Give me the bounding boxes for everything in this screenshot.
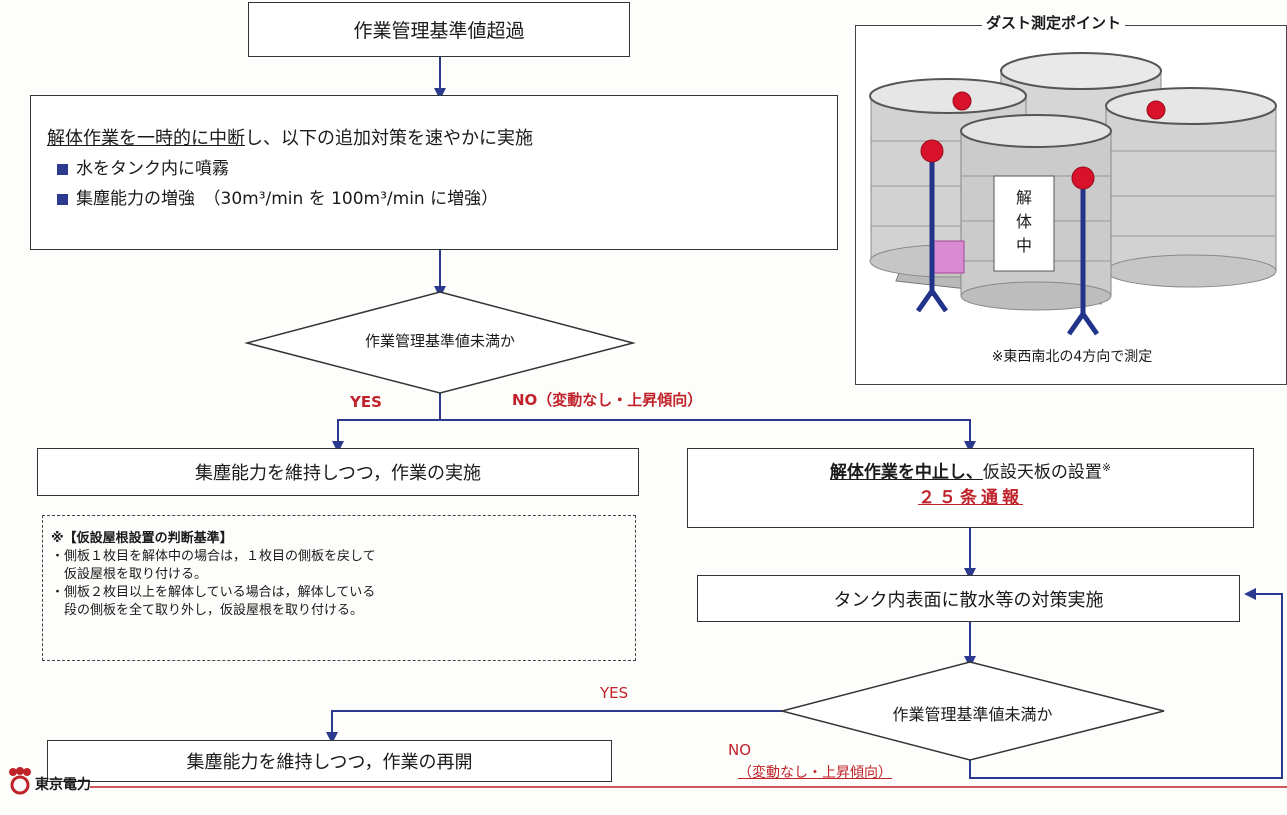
- measure-item-spray: 水をタンク内に噴霧: [47, 154, 837, 184]
- dismantling-label: 解体中: [1016, 188, 1033, 255]
- measurement-point-icon: [920, 139, 944, 163]
- company-name: 東京電力: [35, 777, 91, 793]
- decision-2-label: 作業管理基準値未満か: [892, 705, 1053, 724]
- note-line: ・側板１枚目を解体中の場合は，１枚目の側板を戻して: [51, 549, 376, 564]
- continue-work-box: 集塵能力を維持しつつ，作業の実施: [37, 448, 639, 496]
- temp-roof-label: 仮設天板の設置: [982, 462, 1102, 483]
- measurement-posts: [915, 154, 1100, 336]
- additional-measures-box: 解体作業を一時的に中断し、以下の追加対策を速やかに実施 水をタンク内に噴霧 集塵…: [30, 95, 838, 250]
- no-label-2-detail: （変動なし・上昇傾向）: [738, 765, 892, 781]
- stop-work-line: 解体作業を中止し、仮設天板の設置※: [688, 456, 1253, 485]
- measurement-point-icon: [1071, 166, 1095, 190]
- measurement-point-icon: [952, 91, 972, 111]
- arrow-diamond1-yes: [332, 392, 441, 453]
- note-line: 仮設屋根を取り付ける。: [51, 567, 208, 582]
- measures-heading-underlined: 解体作業を一時的に中断: [47, 128, 245, 149]
- resume-work-label: 集塵能力を維持しつつ，作業の再開: [186, 752, 473, 773]
- no-label-2: NO: [728, 741, 752, 759]
- note-title: ※【仮設屋根設置の判断基準】: [51, 531, 233, 546]
- decision-diamond-1: [244, 291, 636, 394]
- stop-work-box: 解体作業を中止し、仮設天板の設置※ ２５条通報: [687, 448, 1254, 528]
- temp-roof-criteria-note: ※【仮設屋根設置の判断基準】 ・側板１枚目を解体中の場合は，１枚目の側板を戻して…: [42, 515, 636, 661]
- measurement-point-icon: [1146, 100, 1166, 120]
- no-label-1: NO（変動なし・上昇傾向）: [512, 391, 703, 409]
- inset-title: ダスト測定ポイント: [982, 12, 1126, 33]
- spray-measures-box: タンク内表面に散水等の対策実施: [697, 575, 1240, 622]
- arrow-diamond1-no: [440, 419, 976, 453]
- tank-right-icon: [1105, 87, 1277, 288]
- yes-label-2: YES: [600, 684, 629, 702]
- measures-heading: 解体作業を一時的に中断し、以下の追加対策を速やかに実施: [47, 124, 837, 154]
- yes-label-1: YES: [350, 393, 382, 411]
- note-line: ・側板２枚目以上を解体している場合は，解体している: [51, 585, 376, 600]
- article25-report: ２５条通報: [918, 487, 1023, 508]
- inset-caption: ※東西南北の4方向で測定: [991, 349, 1153, 365]
- note-line: 段の側板を全て取り外し，仮設屋根を取り付ける。: [51, 603, 364, 618]
- measures-heading-rest: し、以下の追加対策を速やかに実施: [245, 128, 533, 149]
- threshold-exceeded-label: 作業管理基準値超過: [353, 20, 525, 42]
- continue-work-label: 集塵能力を維持しつつ，作業の実施: [194, 463, 482, 484]
- tepco-logo-icon: [9, 767, 31, 795]
- arrow-diamond2-no-loop: [969, 588, 1283, 779]
- decision-diamond-2: [779, 661, 1165, 761]
- dismantling-label-box: [993, 175, 1055, 272]
- tank-illustration: [869, 26, 1277, 336]
- dust-collector-icon: [933, 240, 965, 274]
- arrow-diamond2-yes: [326, 710, 782, 744]
- measurement-point-markers: [920, 91, 1166, 190]
- dust-measurement-inset: ダスト測定ポイント 解体中 ※東西南北の4方向で測定: [855, 12, 1287, 385]
- bullet-square-icon: [57, 193, 68, 205]
- decision-1-label: 作業管理基準値未満か: [364, 332, 515, 350]
- measure-item-dust-collection: 集塵能力の増強 （30m³/min を 100m³/min に増強）: [47, 184, 837, 214]
- tank-front-icon: [960, 114, 1112, 311]
- spray-measures-label: タンク内表面に散水等の対策実施: [833, 589, 1104, 611]
- bullet-square-icon: [57, 163, 68, 175]
- note-mark: ※: [1101, 461, 1112, 474]
- resume-work-box: 集塵能力を維持しつつ，作業の再開: [47, 740, 612, 782]
- threshold-exceeded-box: 作業管理基準値超過: [248, 2, 630, 57]
- stop-work-underlined: 解体作業を中止し、: [829, 462, 983, 483]
